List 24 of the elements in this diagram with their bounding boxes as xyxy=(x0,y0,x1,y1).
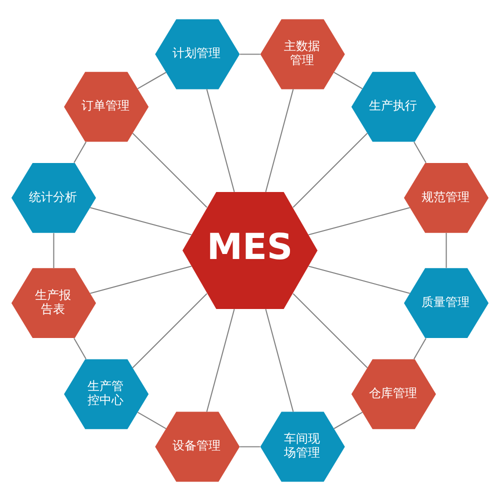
connector xyxy=(308,206,410,235)
connector xyxy=(53,232,54,268)
connector xyxy=(265,88,294,192)
connector xyxy=(446,232,447,268)
connector xyxy=(265,308,294,412)
connector xyxy=(137,71,166,89)
connector xyxy=(132,292,208,368)
connector xyxy=(132,132,208,208)
connector xyxy=(292,132,368,208)
connector xyxy=(292,292,368,368)
connector xyxy=(74,337,86,359)
connector xyxy=(240,53,260,54)
connector xyxy=(74,141,86,162)
connector xyxy=(206,88,235,192)
connector xyxy=(414,338,426,359)
connector xyxy=(308,265,410,294)
connector xyxy=(414,141,426,163)
connector xyxy=(206,308,235,412)
connector xyxy=(240,446,260,447)
connector xyxy=(334,411,363,429)
connector xyxy=(137,411,166,429)
connector xyxy=(334,71,363,89)
connector xyxy=(90,265,192,294)
connector xyxy=(90,206,192,235)
